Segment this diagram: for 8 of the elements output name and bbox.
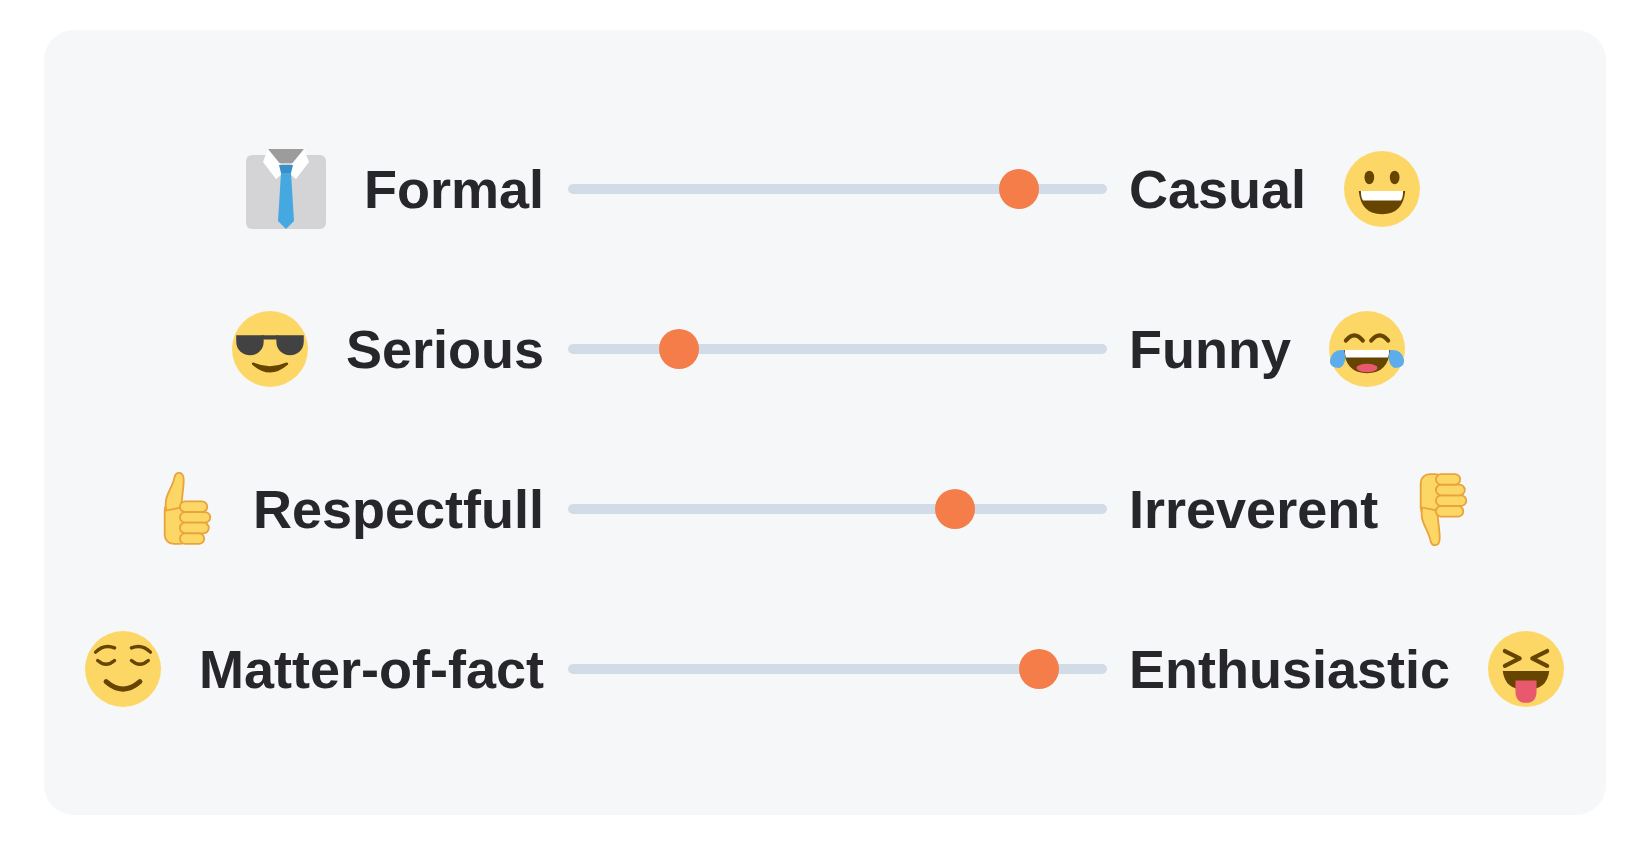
tone-label: Enthusiastic — [1129, 638, 1451, 700]
tone-label: Funny — [1129, 318, 1291, 380]
tone-label: Formal — [363, 158, 544, 220]
tone-label: Serious — [345, 318, 544, 380]
tone-label: Matter-of-fact — [199, 638, 544, 700]
tone-label: Respectfull — [252, 478, 544, 540]
tone-label: Irreverent — [1129, 478, 1379, 540]
tone-label: Casual — [1129, 158, 1307, 220]
